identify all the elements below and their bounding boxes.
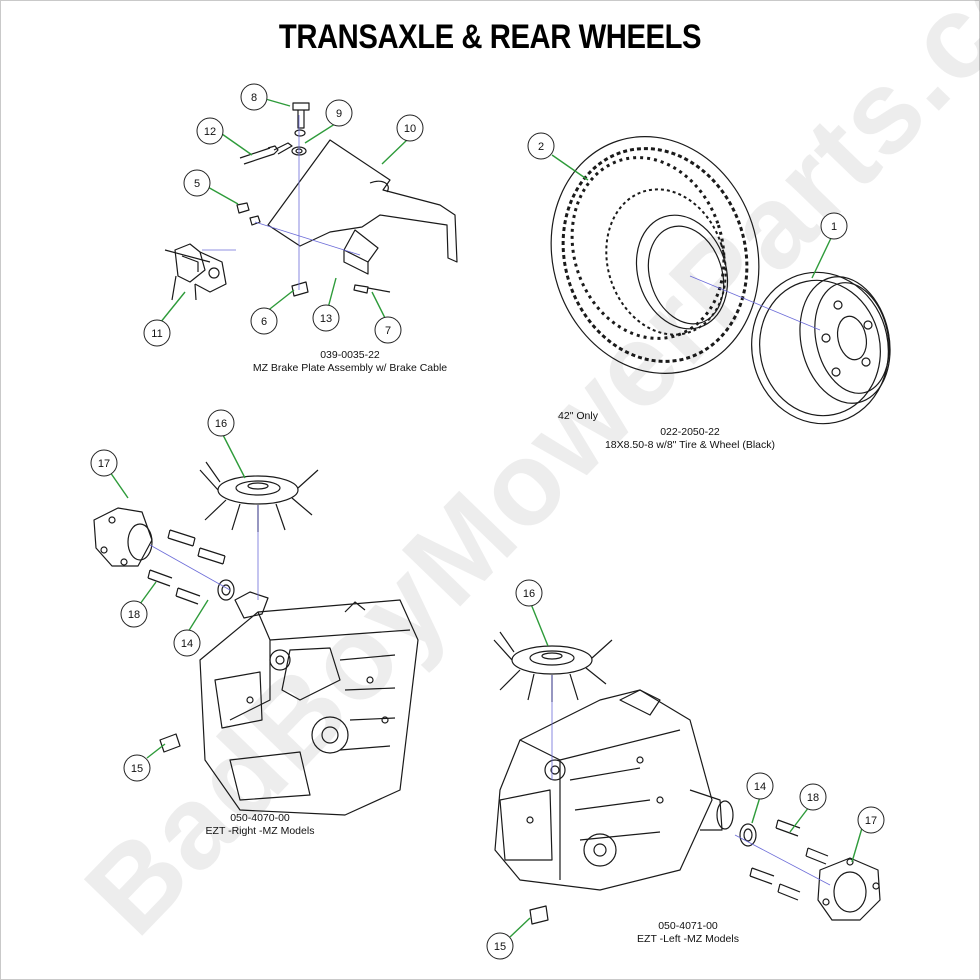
wheel-note: 42" Only xyxy=(558,410,598,422)
callout-7: 7 xyxy=(374,316,402,344)
brake-assembly-caption: 039-0035-22 MZ Brake Plate Assembly w/ B… xyxy=(240,349,460,375)
wheel-rim xyxy=(751,271,891,425)
callout-6: 6 xyxy=(250,307,278,335)
cooling-fan-right xyxy=(199,461,319,532)
transaxle-right xyxy=(199,591,419,816)
svg-text:6: 6 xyxy=(261,316,267,328)
right-transaxle-part-number: 050-4070-00 xyxy=(230,812,290,824)
svg-text:15: 15 xyxy=(494,941,506,953)
hub-right xyxy=(93,507,153,567)
svg-text:8: 8 xyxy=(251,92,257,104)
callout-16-left: 16 xyxy=(515,579,543,607)
svg-text:16: 16 xyxy=(215,418,227,430)
callout-1: 1 xyxy=(820,212,848,240)
callout-14-left: 14 xyxy=(746,772,774,800)
callout-10: 10 xyxy=(396,114,424,142)
left-transaxle-part-number: 050-4071-00 xyxy=(658,920,718,932)
callout-14-right: 14 xyxy=(173,629,201,657)
callout-16-right: 16 xyxy=(207,409,235,437)
transaxle-left xyxy=(494,689,734,891)
right-transaxle-description: EZT -Right -MZ Models xyxy=(205,825,315,837)
wheel-caption: 022-2050-22 18X8.50-8 w/8" Tire & Wheel … xyxy=(590,426,790,452)
svg-text:7: 7 xyxy=(385,325,391,337)
callout-bubbles: 8 9 12 10 5 11 6 13 7 2 1 16 17 18 14 15… xyxy=(90,83,885,960)
page-title: TRANSAXLE & REAR WHEELS xyxy=(278,18,702,56)
svg-text:12: 12 xyxy=(204,126,216,138)
svg-text:11: 11 xyxy=(151,328,162,340)
svg-text:2: 2 xyxy=(538,141,544,153)
left-transaxle-caption: 050-4071-00 EZT -Left -MZ Models xyxy=(608,920,768,946)
cooling-fan-left xyxy=(493,631,613,702)
hardware-left xyxy=(529,819,829,925)
brake-description: MZ Brake Plate Assembly w/ Brake Cable xyxy=(252,362,448,374)
callout-9: 9 xyxy=(325,99,353,127)
callout-13: 13 xyxy=(312,304,340,332)
svg-text:16: 16 xyxy=(523,588,535,600)
svg-text:5: 5 xyxy=(194,178,200,190)
callout-18-left: 18 xyxy=(799,783,827,811)
svg-text:10: 10 xyxy=(404,123,416,135)
callout-11: 11 xyxy=(143,319,171,347)
svg-text:1: 1 xyxy=(831,221,837,233)
callout-2: 2 xyxy=(527,132,555,160)
hub-left xyxy=(817,857,881,921)
callout-5: 5 xyxy=(183,169,211,197)
callout-12: 12 xyxy=(196,117,224,145)
assembly-axis-lines xyxy=(149,115,831,886)
svg-text:17: 17 xyxy=(865,815,877,827)
svg-text:18: 18 xyxy=(807,792,819,804)
left-transaxle-description: EZT -Left -MZ Models xyxy=(637,933,739,945)
svg-text:14: 14 xyxy=(754,781,766,793)
svg-text:9: 9 xyxy=(336,108,342,120)
callout-8: 8 xyxy=(240,83,268,111)
wheel-part-number: 022-2050-22 xyxy=(660,426,720,438)
callout-18-right: 18 xyxy=(120,600,148,628)
right-transaxle-caption: 050-4070-00 EZT -Right -MZ Models xyxy=(175,812,345,838)
brake-part-number: 039-0035-22 xyxy=(320,349,380,361)
callout-17-left: 17 xyxy=(857,806,885,834)
callout-17-right: 17 xyxy=(90,449,118,477)
svg-text:17: 17 xyxy=(98,458,110,470)
tire xyxy=(550,136,760,374)
svg-text:15: 15 xyxy=(131,763,143,775)
callout-15-right: 15 xyxy=(123,754,151,782)
brake-plate-assembly xyxy=(164,102,458,301)
callout-leaders xyxy=(109,97,863,938)
svg-text:13: 13 xyxy=(320,313,332,325)
svg-text:14: 14 xyxy=(181,638,193,650)
callout-15-left: 15 xyxy=(486,932,514,960)
wheel-description: 18X8.50-8 w/8" Tire & Wheel (Black) xyxy=(604,439,776,451)
svg-text:18: 18 xyxy=(128,609,140,621)
